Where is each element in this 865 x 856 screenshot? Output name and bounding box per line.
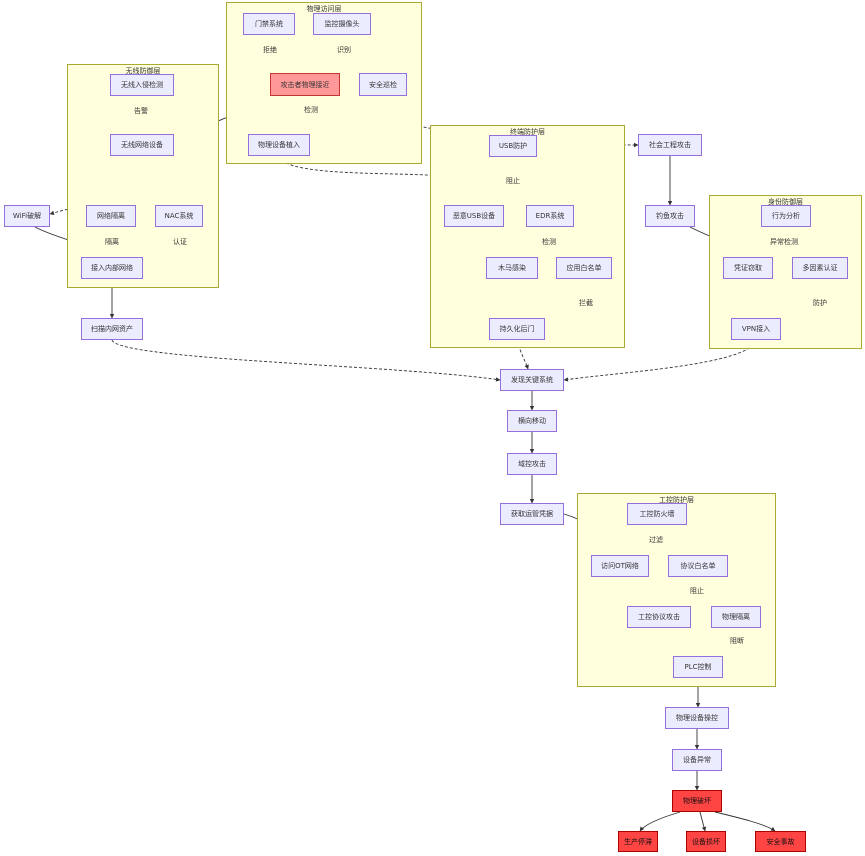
node-physical-isolation: 物理隔离	[711, 606, 761, 628]
node-lateral: 横向移动	[507, 410, 557, 432]
group-wireless-defense: 无线防御层	[67, 64, 219, 288]
node-nac: NAC系统	[155, 205, 203, 227]
node-social-engineering: 社会工程攻击	[638, 134, 702, 156]
node-wireless-net: 无线网络设备	[110, 134, 174, 156]
node-internal-net: 接入内部网络	[81, 257, 143, 279]
group-ics-defense: 工控防护层	[577, 493, 776, 687]
node-wifi-crack: WiFi破解	[4, 205, 50, 227]
node-ics-protocol: 工控协议攻击	[627, 606, 691, 628]
node-safety-incident: 安全事故	[755, 831, 806, 852]
edge-damage-safety	[714, 811, 776, 832]
node-rogue-ap-detect: 无线入侵检测	[110, 74, 174, 96]
edge-scan-key	[111, 339, 501, 382]
node-malicious-usb: 恶意USB设备	[444, 205, 504, 227]
node-mfa: 多因素认证	[792, 257, 848, 279]
edge-label-record: 识别	[336, 45, 352, 55]
node-security-guard: 安全巡检	[359, 73, 407, 96]
node-trojan: 木马感染	[486, 257, 538, 279]
edge-label-intercept: 拦截	[578, 298, 594, 308]
node-ot-credentials: 获取运管凭据	[500, 503, 564, 525]
node-camera: 监控摄像头	[313, 13, 371, 35]
edge-label-block: 阻止	[505, 176, 521, 186]
group-title: 工控防护层	[659, 496, 694, 504]
node-device-manipulation: 物理设备操控	[665, 707, 729, 729]
node-attacker-physical: 攻击者物理接近	[270, 73, 340, 96]
node-net-isolation: 网络隔离	[86, 205, 136, 227]
node-phishing: 钓鱼攻击	[645, 205, 695, 227]
node-device-implant: 物理设备植入	[248, 134, 310, 156]
node-ics-firewall: 工控防火墙	[627, 503, 687, 525]
node-key-systems: 发现关键系统	[500, 369, 564, 391]
edge-damage-equipment	[699, 811, 707, 832]
node-protocol-whitelist: 协议白名单	[668, 555, 728, 577]
edge-label-isolate: 隔离	[104, 237, 120, 247]
node-scan-assets: 扫描内网资产	[81, 318, 143, 340]
node-vpn-access: VPN接入	[731, 318, 781, 340]
group-title: 身份防御层	[768, 198, 803, 206]
node-gate-system: 门禁系统	[243, 13, 295, 35]
edge-label-protect: 防护	[812, 298, 828, 308]
edge-damage-production	[639, 811, 681, 832]
node-physical-damage: 物理破坏	[672, 790, 722, 812]
node-device-abnormal: 设备异常	[672, 749, 722, 771]
edge-label-detect: 检测	[303, 105, 319, 115]
edge-label-filter: 过滤	[648, 535, 664, 545]
group-usb-defense: 终端防护层	[430, 125, 625, 348]
node-privilege: 域控攻击	[507, 453, 557, 475]
edge-label-authenticate: 认证	[172, 237, 188, 247]
edge-label-deny: 拒绝	[262, 45, 278, 55]
edge-label-block2: 阻止	[689, 586, 705, 596]
node-credential-theft: 凭证窃取	[723, 257, 773, 279]
node-edr: EDR系统	[526, 205, 574, 227]
group-title: 无线防御层	[125, 67, 161, 75]
node-usb-control: USB防护	[489, 135, 537, 157]
group-title: 终端防护层	[510, 128, 545, 136]
node-ot-network: 访问OT网络	[591, 555, 649, 577]
edge-label-detect2: 检测	[541, 237, 557, 247]
node-behavior-analysis: 行为分析	[761, 205, 811, 227]
node-production-stop: 生产停滞	[618, 831, 658, 852]
edge-label-alarm: 告警	[133, 106, 149, 116]
node-plc-control: PLC控制	[673, 656, 723, 678]
edge-label-anomaly: 异常检测	[769, 237, 799, 247]
node-backdoor: 持久化后门	[489, 318, 545, 340]
node-equipment-damage: 设备损坏	[686, 831, 726, 852]
group-title: 物理访问层	[306, 5, 342, 13]
edge-label-cut: 阻断	[729, 636, 745, 646]
node-whitelist: 应用白名单	[556, 257, 612, 279]
